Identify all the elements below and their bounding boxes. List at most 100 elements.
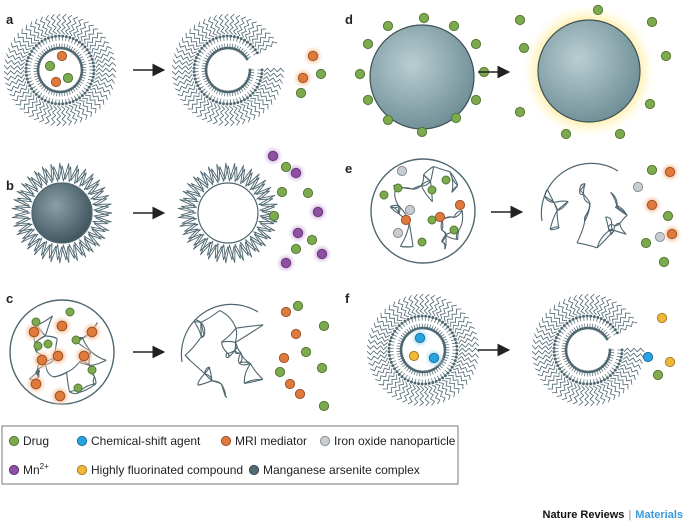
f-before-lipid-head bbox=[425, 370, 429, 374]
a-before-lipid-tail bbox=[68, 91, 71, 95]
a-before-lipid-head bbox=[50, 101, 54, 105]
a-before-lipid-tail bbox=[29, 80, 33, 83]
a-after-lipid-head bbox=[223, 46, 227, 50]
f-after-lipid-tail bbox=[611, 330, 615, 333]
e-before-crosslink bbox=[444, 234, 447, 250]
a-after-lipid-tail bbox=[246, 83, 250, 87]
a-before-peg-chain bbox=[56, 13, 62, 35]
e-after-crosslink bbox=[613, 229, 627, 235]
f-after-lipid-head bbox=[618, 359, 622, 363]
f-before-lipid-tail bbox=[451, 342, 455, 345]
f-before-lipid-tail bbox=[448, 333, 452, 336]
a-before-lipid-tail bbox=[80, 56, 84, 59]
f-before-lipid-head bbox=[443, 346, 447, 350]
f-before-lipid-tail bbox=[400, 362, 404, 365]
f-before-lipid-head bbox=[391, 364, 395, 368]
c-after-crosslink bbox=[194, 320, 201, 323]
a-before-lipid-head bbox=[64, 101, 68, 105]
released-drug bbox=[290, 243, 302, 255]
a-before-lipid-tail bbox=[37, 82, 41, 85]
f-before-lipid-tail bbox=[444, 369, 448, 373]
a-before-lipid-head bbox=[87, 51, 91, 55]
legend-label-highly-fluorinated-compound: Highly fluorinated compound bbox=[91, 463, 243, 477]
a-after-lipid-head bbox=[228, 46, 232, 50]
f-after-lipid-head bbox=[608, 348, 612, 352]
f-before-lipid-head bbox=[424, 382, 428, 386]
a-before-lipid-tail bbox=[79, 45, 82, 49]
f-before-lipid-tail bbox=[450, 358, 454, 361]
drug bbox=[73, 383, 83, 393]
e-before-crosslink bbox=[433, 165, 451, 173]
f-before-peg-chain bbox=[388, 304, 403, 321]
a-after-peg-chain bbox=[187, 94, 203, 110]
f-after-lipid-head bbox=[613, 368, 617, 372]
a-before-lipid-head bbox=[37, 95, 41, 99]
f-after-lipid-tail bbox=[593, 378, 595, 383]
f-after-lipid-tail bbox=[571, 368, 574, 372]
surface-drug bbox=[448, 20, 460, 32]
released-drug bbox=[276, 186, 288, 198]
a-after-peg-chain bbox=[185, 32, 202, 47]
f-before-lipid-head bbox=[446, 325, 450, 329]
f-before-lipid-tail bbox=[446, 367, 450, 370]
f-before-peg-chain bbox=[423, 293, 430, 315]
a-after-peg-chain bbox=[171, 69, 193, 76]
a-after-lipid-head bbox=[258, 79, 262, 83]
c-before-crosslink bbox=[45, 335, 58, 340]
a-before-peg-chain bbox=[5, 77, 26, 87]
released-mri-mediator bbox=[646, 199, 658, 211]
f-after-peg-chain bbox=[578, 294, 586, 315]
panel-label-f: f bbox=[345, 291, 350, 306]
f-before-lipid-head bbox=[400, 321, 404, 325]
f-after-lipid-head bbox=[613, 328, 617, 332]
e-before-crosslink bbox=[429, 166, 435, 182]
a-after-lipid-tail bbox=[254, 81, 258, 84]
f-before-peg-chain bbox=[366, 349, 388, 356]
f-after-lipid-tail bbox=[609, 327, 613, 331]
f-before-lipid-head bbox=[397, 372, 401, 376]
f-before-lipid-tail bbox=[449, 361, 453, 364]
a-before-lipid-head bbox=[30, 87, 34, 91]
a-after-peg-chain bbox=[232, 105, 241, 126]
a-before-peg-chain bbox=[39, 16, 50, 36]
f-before-lipid-head bbox=[455, 344, 459, 348]
a-after-lipid-head bbox=[221, 102, 225, 106]
a-after-peg-chain bbox=[237, 16, 247, 37]
b-after-polymer-layer bbox=[177, 162, 279, 264]
e-before-crosslink bbox=[420, 185, 433, 203]
a-before-lipid-tail bbox=[28, 77, 32, 79]
f-before-lipid-head bbox=[453, 359, 457, 363]
f-before-lipid-tail bbox=[393, 363, 397, 366]
f-after-lipid-tail bbox=[605, 331, 608, 335]
f-before-peg-chain bbox=[423, 385, 430, 407]
a-after-lipid-tail bbox=[211, 88, 214, 92]
a-before-lipid-tail bbox=[77, 51, 80, 55]
f-before-lipid-head bbox=[418, 370, 422, 374]
a-after-lipid-head bbox=[214, 36, 218, 40]
a-before-peg-chain bbox=[91, 84, 111, 95]
a-before-peg-chain bbox=[82, 97, 97, 114]
a-after-lipid-tail bbox=[253, 84, 257, 87]
a-before-lipid-head bbox=[34, 44, 38, 48]
a-before-lipid-tail bbox=[48, 46, 51, 50]
a-after-peg-chain bbox=[232, 14, 241, 36]
released-mri-mediator bbox=[280, 306, 292, 318]
released-drug bbox=[660, 50, 672, 62]
a-before-lipid-tail bbox=[77, 85, 80, 89]
mri-mediator bbox=[52, 350, 64, 362]
f-after-lipid-tail bbox=[573, 369, 576, 373]
f-after-lipid-tail bbox=[558, 363, 562, 366]
mri-mediator bbox=[78, 350, 90, 362]
surface-drug bbox=[416, 126, 428, 138]
a-after-lipid-head bbox=[205, 74, 209, 78]
f-before-lipid-head bbox=[399, 347, 403, 351]
c-before-crosslink bbox=[44, 315, 53, 337]
a-after-lipid-tail bbox=[213, 89, 216, 93]
a-after-peg-chain bbox=[263, 71, 284, 78]
f-before-peg-chain bbox=[432, 296, 442, 317]
f-before-peg-chain bbox=[457, 356, 478, 364]
a-after-peg-chain bbox=[197, 21, 211, 39]
f-after-lipid-tail bbox=[562, 328, 566, 332]
a-after-lipid-tail bbox=[219, 98, 222, 102]
a-before-lipid-tail bbox=[73, 95, 77, 99]
